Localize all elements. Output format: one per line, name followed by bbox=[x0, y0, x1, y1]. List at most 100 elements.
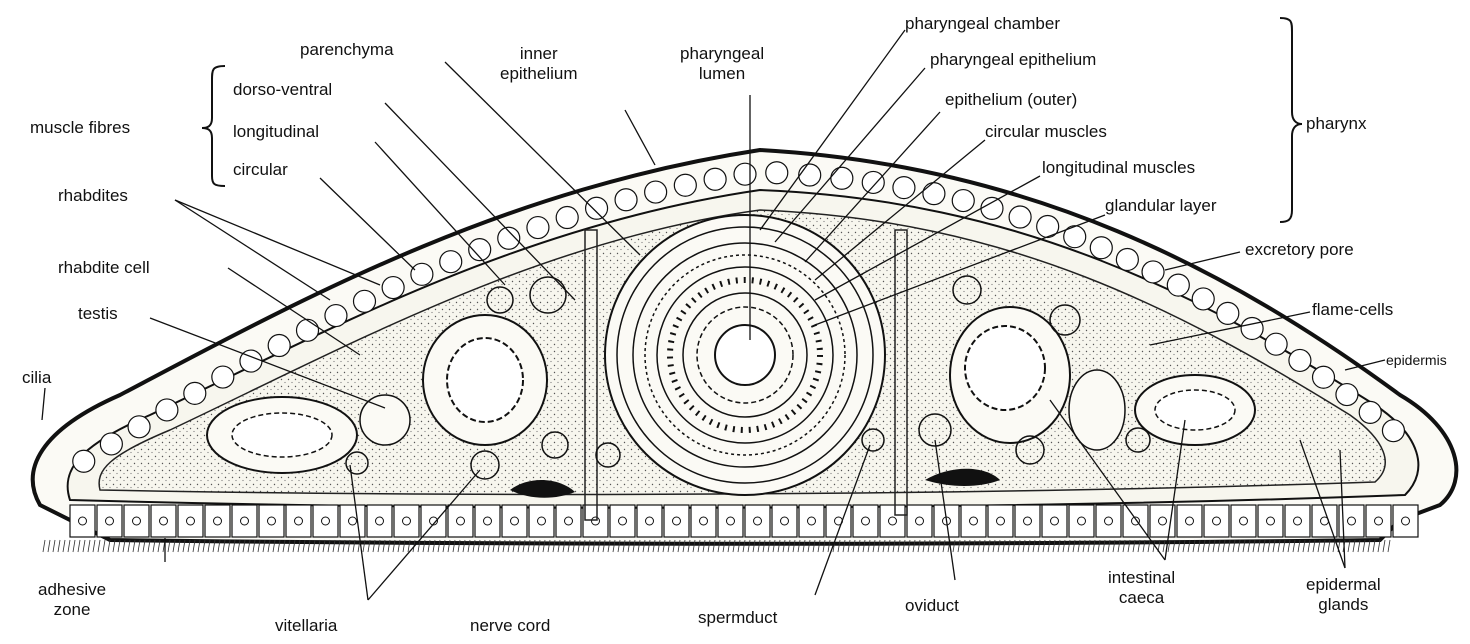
ventral-epidermis-cell bbox=[529, 505, 554, 537]
cilium bbox=[68, 540, 70, 552]
dorsal-epidermis-cell bbox=[1241, 317, 1263, 339]
cilium bbox=[108, 540, 110, 552]
label-cilia: cilia bbox=[22, 368, 51, 388]
dorsal-epidermis-cell bbox=[440, 251, 462, 273]
cilium bbox=[103, 540, 105, 552]
dorsal-epidermis-cell bbox=[645, 181, 667, 203]
ventral-epidermis-cell bbox=[1177, 505, 1202, 537]
label-pharyngeal-lumen: pharyngeal lumen bbox=[680, 44, 764, 84]
ventral-epidermis-cell bbox=[1150, 505, 1175, 537]
ventral-epidermis-cell bbox=[421, 505, 446, 537]
dorsal-epidermis-cell bbox=[1265, 333, 1287, 355]
dorsal-epidermis-cell bbox=[674, 174, 696, 196]
cilium bbox=[93, 540, 95, 552]
ventral-epidermis-cell bbox=[772, 505, 797, 537]
label-parenchyma: parenchyma bbox=[300, 40, 394, 60]
ventral-epidermis-cell bbox=[1096, 505, 1121, 537]
ventral-epidermis-cell bbox=[880, 505, 905, 537]
ventral-epidermis-cell bbox=[286, 505, 311, 537]
dorsal-epidermis-cell bbox=[615, 189, 637, 211]
dorsal-epidermis-cell bbox=[1336, 384, 1358, 406]
leader-inner-epithelium bbox=[625, 110, 655, 165]
label-epidermis: epidermis bbox=[1386, 350, 1447, 370]
label-flame-cells: flame-cells bbox=[1312, 300, 1393, 320]
ventral-epidermis-cell bbox=[313, 505, 338, 537]
label-epithelium-outer: epithelium (outer) bbox=[945, 90, 1077, 110]
label-vitellaria: vitellaria bbox=[275, 616, 337, 636]
dorsal-epidermis-cell bbox=[1313, 366, 1335, 388]
dorsal-epidermis-cell bbox=[73, 450, 95, 472]
label-pharyngeal-epithelium: pharyngeal epithelium bbox=[930, 50, 1096, 70]
dorsal-epidermis-cell bbox=[527, 217, 549, 239]
dorsal-epidermis-cell bbox=[831, 167, 853, 189]
dorsal-epidermis-cell bbox=[1382, 420, 1404, 442]
dorsal-epidermis-cell bbox=[297, 319, 319, 341]
pharyngeal-lumen bbox=[715, 325, 775, 385]
ventral-epidermis-cell bbox=[394, 505, 419, 537]
dorsal-epidermis-cell bbox=[1217, 302, 1239, 324]
label-pharynx: pharynx bbox=[1306, 114, 1366, 134]
pharynx-bracket bbox=[1280, 18, 1302, 222]
cilium bbox=[63, 540, 65, 552]
dorsal-epidermis-cell bbox=[734, 163, 756, 185]
leader-circular bbox=[320, 178, 415, 270]
label-rhabdite-cell: rhabdite cell bbox=[58, 258, 150, 278]
dorsal-epidermis-cell bbox=[1289, 349, 1311, 371]
ventral-epidermis-cell bbox=[907, 505, 932, 537]
muscle-fibres-bracket bbox=[202, 66, 225, 186]
ventral-epidermis-cell bbox=[556, 505, 581, 537]
dorsal-epidermis-cell bbox=[1009, 206, 1031, 228]
cilium bbox=[58, 540, 60, 552]
ventral-epidermis-cell bbox=[1258, 505, 1283, 537]
ventral-epidermis-cell bbox=[1204, 505, 1229, 537]
ventral-epidermis-cell bbox=[1393, 505, 1418, 537]
ventral-epidermis-cell bbox=[124, 505, 149, 537]
ventral-epidermis-cell bbox=[502, 505, 527, 537]
label-inner-epithelium: inner epithelium bbox=[500, 44, 578, 84]
dorsal-epidermis-cell bbox=[799, 164, 821, 186]
ventral-epidermis-cell bbox=[340, 505, 365, 537]
cilium bbox=[83, 540, 85, 552]
dorsal-epidermis-cell bbox=[766, 162, 788, 184]
label-excretory-pore: excretory pore bbox=[1245, 240, 1354, 260]
dorsal-epidermis-cell bbox=[556, 207, 578, 229]
dorsal-epidermis-cell bbox=[100, 433, 122, 455]
ventral-epidermis-cell bbox=[691, 505, 716, 537]
ventral-epidermis-cell bbox=[1285, 505, 1310, 537]
leader-rhabdites-1 bbox=[175, 200, 380, 285]
dorsal-epidermis-cell bbox=[586, 197, 608, 219]
cilium bbox=[43, 540, 45, 552]
ventral-epidermis-cell bbox=[718, 505, 743, 537]
dorsal-epidermis-cell bbox=[1192, 288, 1214, 310]
label-oviduct: oviduct bbox=[905, 596, 959, 616]
label-epidermal-glands: epidermal glands bbox=[1306, 575, 1381, 615]
dorsal-epidermis-cell bbox=[704, 168, 726, 190]
dorsal-epidermis-cell bbox=[981, 197, 1003, 219]
dorsal-epidermis-cell bbox=[325, 305, 347, 327]
cilium bbox=[1388, 540, 1390, 552]
dorsal-epidermis-cell bbox=[923, 183, 945, 205]
ventral-epidermis-cell bbox=[151, 505, 176, 537]
label-spermduct: spermduct bbox=[698, 608, 777, 628]
ventral-epidermis-cell bbox=[1231, 505, 1256, 537]
dorsal-epidermis-cell bbox=[212, 366, 234, 388]
ventral-epidermis-cell bbox=[583, 505, 608, 537]
dorsal-epidermis-cell bbox=[1090, 237, 1112, 259]
ventral-epidermis-cell bbox=[232, 505, 257, 537]
dorsal-epidermis-cell bbox=[952, 190, 974, 212]
dorsal-epidermis-cell bbox=[1142, 261, 1164, 283]
dorsal-epidermis-cell bbox=[862, 171, 884, 193]
label-longitudinal: longitudinal bbox=[233, 122, 319, 142]
dorsal-epidermis-cell bbox=[1167, 274, 1189, 296]
ventral-epidermis-cell bbox=[178, 505, 203, 537]
leader-cilia bbox=[42, 388, 45, 420]
dorsal-epidermis-cell bbox=[128, 416, 150, 438]
leader-rhabdites-2 bbox=[175, 200, 330, 300]
cilium bbox=[1383, 540, 1385, 552]
dorsal-epidermis-cell bbox=[353, 290, 375, 312]
dorsal-epidermis-cell bbox=[1116, 248, 1138, 270]
ventral-epidermis-cell bbox=[637, 505, 662, 537]
ventral-epidermis-cell bbox=[97, 505, 122, 537]
cilium bbox=[88, 540, 90, 552]
dorsal-epidermis-cell bbox=[268, 334, 290, 356]
